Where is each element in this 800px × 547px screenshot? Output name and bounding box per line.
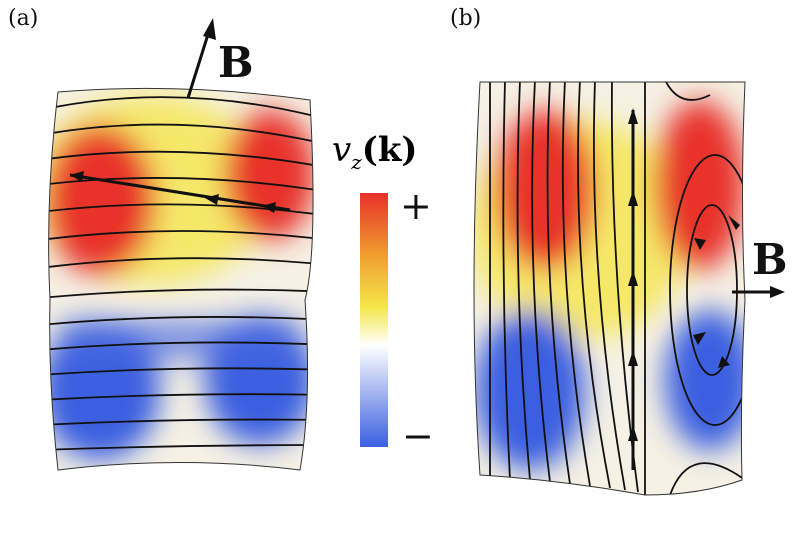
colorbar-title-arg: (k) (361, 130, 418, 170)
colorbar-title: vz(k) (332, 130, 418, 174)
colorbar-gradient (360, 193, 388, 447)
panel-a-label: (a) (8, 6, 39, 31)
field-lines-a (48, 96, 314, 451)
field-lines-b (489, 82, 745, 495)
velocity-arrows-a (69, 171, 291, 213)
colorbar-max-label: + (400, 184, 432, 228)
panel-b-surface (474, 82, 745, 495)
field-label-b: B (752, 235, 788, 284)
field-arrow-b (732, 286, 785, 298)
panel-a-surface (48, 88, 314, 470)
colorbar-min-label: − (402, 414, 434, 458)
colorbar-title-sub: z (351, 149, 362, 174)
velocity-arrows-b (628, 108, 740, 470)
panel-b-label: (b) (450, 6, 482, 31)
field-arrow-a (186, 18, 216, 99)
field-label-a: B (218, 38, 254, 87)
colorbar-title-var: v (332, 130, 352, 170)
